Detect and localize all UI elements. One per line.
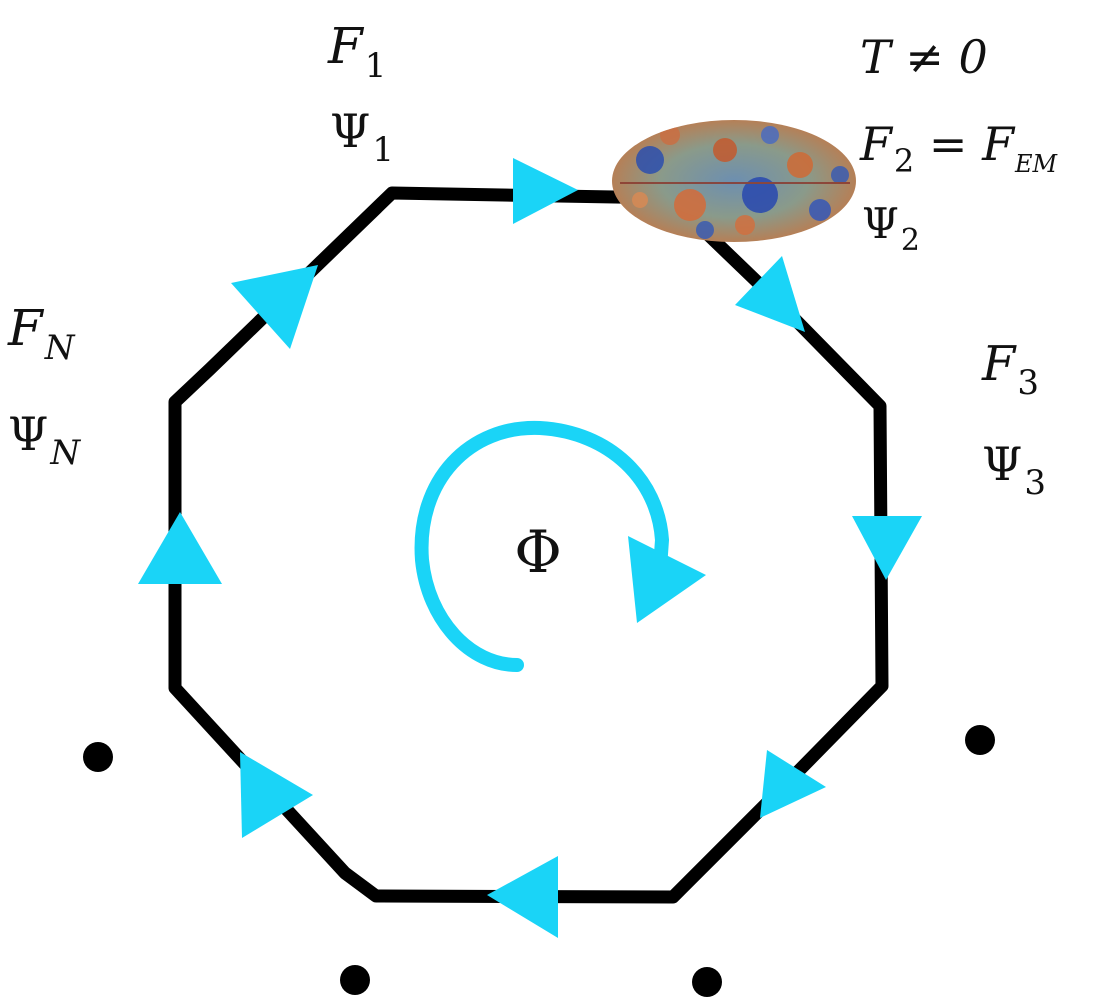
label-f3: F3 [981,336,1039,403]
f1-sub: 1 [365,46,387,86]
f2-eq: = F [914,117,1016,171]
psi1-sub: 1 [372,130,394,170]
psin-main: Ψ [8,407,48,461]
dot-icon [83,742,113,772]
ellipsis-dots [83,725,995,997]
f3-main: F [981,336,1017,392]
psi3-main: Ψ [982,437,1022,491]
fn-sub: N [44,328,76,368]
f2-sub: 2 [894,142,914,180]
psi1-main: Ψ [330,104,370,158]
arrow-right [852,516,922,580]
flux-circulation-arc [414,420,670,672]
f3-sub: 3 [1017,363,1039,403]
cmb-map-icon [612,120,856,242]
label-psi2: Ψ2 [862,199,920,258]
arrow-upper-left [231,265,318,349]
fn-main: F [7,299,45,357]
psi2-main: Ψ [862,199,899,248]
f2-sub2: EM [1014,150,1059,178]
label-temperature: T ≠ 0 [860,30,988,84]
psi2-sub: 2 [901,223,920,258]
f1-main: F [327,17,365,75]
dot-icon [965,725,995,755]
psi3-sub: 3 [1024,463,1046,503]
arrow-left [138,512,222,584]
label-psin: ΨN [8,407,81,473]
dot-icon [340,965,370,995]
label-f1: F1 [327,17,386,86]
arrow-lower-left [240,752,313,838]
arrow-lower-right [760,750,826,818]
arrow-bottom [487,856,558,938]
f2-main: F [859,117,894,171]
arrow-upper-right [735,256,805,332]
label-fn: FN [7,299,76,368]
label-psi3: Ψ3 [982,437,1046,503]
flux-arrowhead-icon [628,536,706,623]
label-f2: F2 = FEM [859,117,1059,180]
dot-icon [692,967,722,997]
label-psi1: Ψ1 [330,104,394,170]
flow-arrows [138,158,922,938]
arrow-top [513,158,578,224]
psin-sub: N [49,433,81,473]
flux-label: Φ [514,518,562,586]
